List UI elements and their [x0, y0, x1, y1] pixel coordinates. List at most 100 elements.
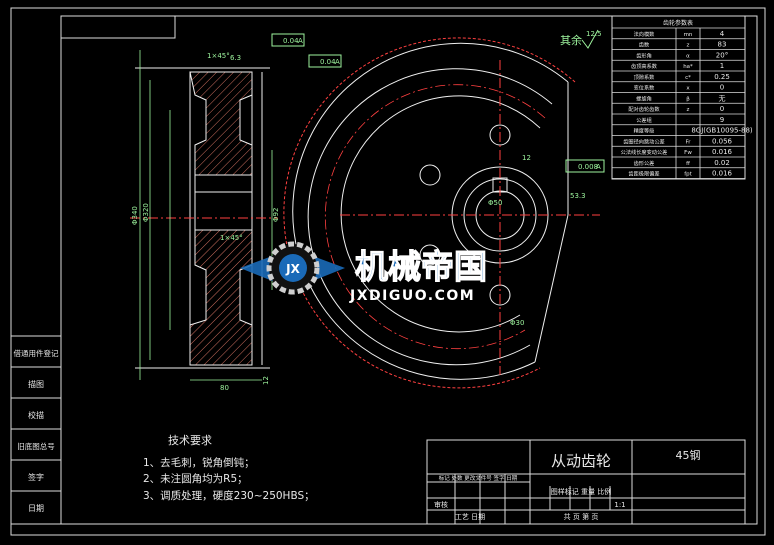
param-value: 0.056	[712, 137, 733, 145]
tech-requirements: 技术要求 1、去毛刺，锐角倒钝； 2、未注圆角均为R5； 3、调质处理，硬度23…	[143, 434, 315, 502]
roughness-value: 12.5	[586, 30, 602, 38]
dia-hub: Φ92	[272, 208, 280, 222]
param-value: 9	[720, 116, 724, 124]
roughness-symbol	[581, 29, 599, 49]
process-row: 工艺 日期	[455, 513, 485, 521]
param-value: 0.25	[714, 73, 730, 81]
corner-box	[60, 15, 176, 39]
chamfer-top: 1×45°	[207, 52, 230, 60]
tol-frame-1	[271, 33, 305, 47]
tech-item: 2、未注圆角均为R5；	[143, 472, 248, 485]
watermark: JX 机械帝国 JXDIGUO.COM	[240, 241, 488, 304]
watermark-gear-hub	[279, 254, 307, 282]
tol-frame-1-value: 0.04	[283, 37, 299, 45]
hole-dim: Φ30	[510, 319, 524, 327]
hub-width-dim: 12	[262, 376, 270, 385]
watermark-wing-left	[240, 255, 275, 282]
param-name: 公法线长度变动公差	[621, 148, 668, 156]
stage-row: 图样标记 重量 比例	[551, 487, 611, 496]
roughness-note: 其余	[560, 33, 582, 47]
param-value: 0.016	[712, 148, 733, 156]
side-label: 日期	[28, 504, 44, 513]
param-name: 配对齿轮齿数	[628, 105, 660, 113]
side-label-column: 借通用件登记 描图 校描 旧底图总号 签字 日期	[10, 335, 62, 525]
dia-tip: Φ340	[131, 206, 139, 225]
param-name: 齿距极限偏差	[628, 170, 659, 178]
side-label: 签字	[28, 472, 44, 482]
tol-frame-1-datum: A	[298, 37, 303, 45]
param-symbol: Fr	[685, 139, 691, 145]
param-value: 8GJ(GB10095-88)	[691, 127, 753, 135]
param-name: 齿形公差	[634, 159, 655, 167]
tech-item: 3、调质处理，硬度230~250HBS；	[143, 489, 315, 502]
param-value: 无	[719, 94, 726, 102]
watermark-mark: JX	[285, 262, 300, 276]
front-view-dimensions: 0.008 A 12 53.3 Φ30 Φ50	[488, 154, 605, 327]
param-symbol: ha*	[683, 64, 693, 70]
material: 45钢	[676, 449, 701, 462]
chamfer-mid: 1×45°	[220, 234, 243, 242]
param-symbol: Fw	[684, 150, 692, 156]
param-name: 公差组	[636, 116, 652, 124]
dia-root: Φ320	[142, 203, 150, 222]
param-value: 4	[720, 30, 725, 38]
side-label: 借通用件登记	[14, 348, 59, 358]
param-value: 0	[720, 84, 724, 92]
side-label: 描图	[28, 379, 44, 389]
scale-value: 1:1	[614, 501, 625, 509]
param-name: 变位系数	[634, 84, 656, 92]
outer-frame	[10, 7, 766, 536]
param-symbol: z	[687, 107, 690, 113]
param-name: 齿圈径向跳动公差	[623, 137, 665, 145]
param-symbol: α	[686, 53, 690, 59]
sheet-row: 共 页 第 页	[564, 512, 599, 521]
param-symbol: β	[686, 96, 690, 102]
param-symbol: z	[687, 43, 690, 49]
side-label: 旧底图总号	[17, 441, 55, 451]
param-name: 顶隙系数	[634, 73, 656, 81]
inner-frame	[60, 15, 758, 525]
section-view	[130, 50, 278, 381]
tol-frame-3-value: 0.008	[578, 163, 598, 171]
param-name: 齿形角	[636, 51, 652, 59]
bore-dim: Φ50	[488, 199, 502, 207]
param-name: 精度等级	[634, 127, 655, 135]
param-symbol: ff	[686, 161, 690, 167]
gear-params-table: 齿轮参数表 法向模数 mn 4 齿数 z 83 齿形角 α 20° 齿顶高系数 ha* 1 顶隙系数 c*…	[611, 15, 753, 180]
param-symbol: c*	[685, 75, 691, 81]
part-title: 从动齿轮	[551, 452, 611, 470]
param-symbol: mn	[684, 32, 693, 38]
roughness-a: 6.3	[230, 54, 241, 62]
tech-item: 1、去毛刺，锐角倒钝；	[143, 456, 255, 469]
param-value: 20°	[716, 51, 728, 59]
watermark-cn: 机械帝国	[355, 247, 487, 286]
param-name: 法向模数	[634, 30, 656, 38]
params-title: 齿轮参数表	[663, 19, 693, 27]
tol-frame-3	[565, 159, 605, 173]
param-value: 0.02	[714, 159, 730, 167]
revision-row: 标记 处数 更改文件号 签字 日期	[439, 474, 518, 482]
param-value: 83	[718, 41, 727, 49]
param-name: 螺旋角	[636, 94, 652, 102]
param-symbol: x	[686, 86, 690, 92]
keyway-dim: 12	[522, 154, 531, 162]
tol-frame-2-value: 0.04	[320, 58, 336, 66]
param-name: 齿顶高系数	[631, 62, 658, 70]
watermark-en: JXDIGUO.COM	[349, 288, 475, 304]
param-value: 0	[720, 105, 724, 113]
tol-frame-2	[308, 54, 342, 68]
tol-frame-2-datum: A	[335, 58, 340, 66]
designer-row: 审核	[434, 500, 448, 509]
keyway-depth-dim: 53.3	[570, 192, 586, 200]
param-value: 0.016	[712, 170, 733, 178]
param-value: 1	[720, 62, 724, 70]
param-name: 齿数	[639, 41, 650, 49]
tech-heading: 技术要求	[168, 434, 212, 447]
tol-frame-3-datum: A	[596, 163, 601, 171]
param-symbol: fpt	[684, 172, 692, 178]
front-view	[283, 37, 600, 389]
width-dim: 80	[220, 384, 229, 392]
section-dimensions: 1×45° 6.3 0.04 A 0.04 A Φ340 Φ320 Φ92 1×…	[131, 33, 342, 392]
title-block: 从动齿轮 45钢 标记 处数 更改文件号 签字 日期 图样标记 重量 比例 1:…	[426, 439, 746, 525]
